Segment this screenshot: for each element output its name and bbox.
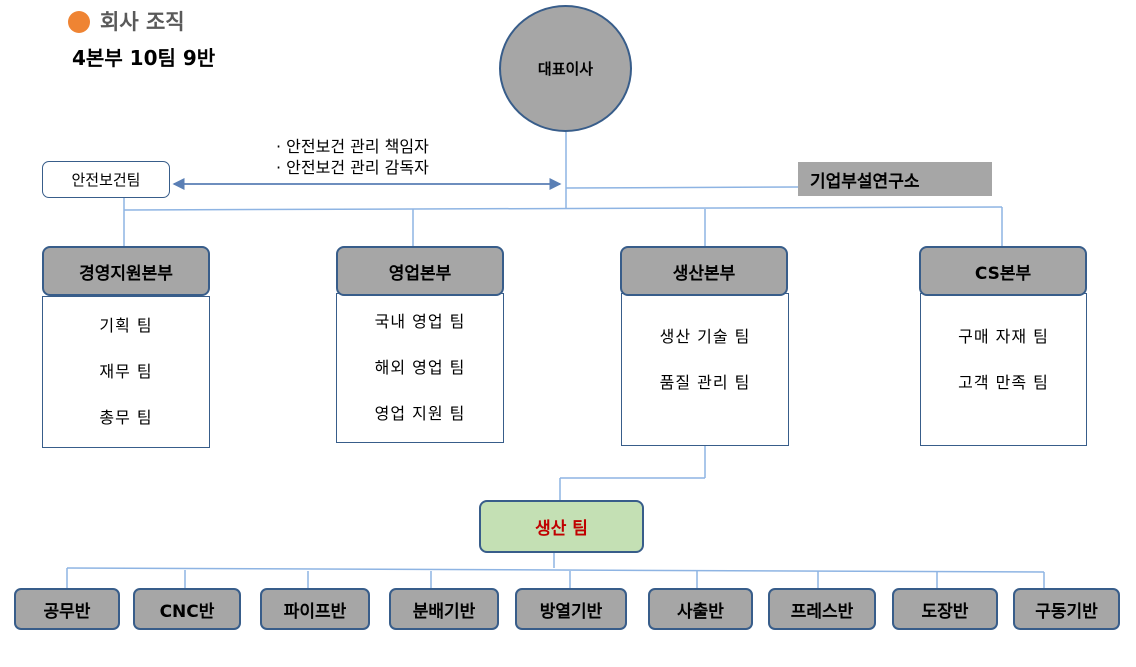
division-management: 경영지원본부: [42, 246, 210, 296]
safety-note: · 안전보건 관리 감독자: [276, 158, 429, 177]
team-item: 재무 팀: [99, 362, 153, 381]
research-lab-node: 기업부설연구소: [798, 162, 992, 196]
safety-team-node: 안전보건팀: [42, 161, 170, 198]
team-item: 해외 영업 팀: [374, 358, 466, 377]
team-item: 고객 만족 팀: [958, 373, 1049, 392]
division-production-teams: 생산 기술 팀 품질 관리 팀: [621, 293, 789, 446]
team-item: 기획 팀: [99, 316, 153, 335]
division-sales: 영업본부: [336, 246, 504, 296]
unit-node: CNC반: [133, 588, 241, 630]
team-item: 영업 지원 팀: [374, 404, 466, 423]
unit-node: 도장반: [892, 588, 998, 630]
unit-node: 방열기반: [515, 588, 627, 630]
division-sales-teams: 국내 영업 팀 해외 영업 팀 영업 지원 팀: [336, 293, 504, 443]
team-item: 생산 기술 팀: [659, 327, 751, 346]
division-production: 생산본부: [620, 246, 788, 296]
safety-notes: · 안전보건 관리 책임자 · 안전보건 관리 감독자: [276, 136, 429, 178]
team-item: 국내 영업 팀: [374, 312, 466, 331]
safety-note: · 안전보건 관리 책임자: [276, 137, 429, 156]
division-cs: CS본부: [919, 246, 1087, 296]
team-item: 구매 자재 팀: [958, 327, 1049, 346]
page-subtitle: 4본부 10팀 9반: [72, 46, 216, 70]
ceo-node: 대표이사: [499, 5, 632, 132]
unit-node: 공무반: [14, 588, 120, 630]
team-item: 품질 관리 팀: [659, 373, 751, 392]
unit-node: 사출반: [648, 588, 753, 630]
unit-node: 파이프반: [260, 588, 370, 630]
division-cs-teams: 구매 자재 팀 고객 만족 팀: [920, 293, 1087, 446]
division-management-teams: 기획 팀 재무 팀 총무 팀: [42, 296, 210, 448]
unit-node: 프레스반: [768, 588, 876, 630]
title-bullet-icon: [68, 11, 90, 33]
page-title: 회사 조직: [100, 10, 185, 34]
team-item: 총무 팀: [99, 408, 153, 427]
production-team-node: 생산 팀: [479, 500, 644, 553]
unit-node: 구동기반: [1013, 588, 1120, 630]
unit-node: 분배기반: [389, 588, 499, 630]
